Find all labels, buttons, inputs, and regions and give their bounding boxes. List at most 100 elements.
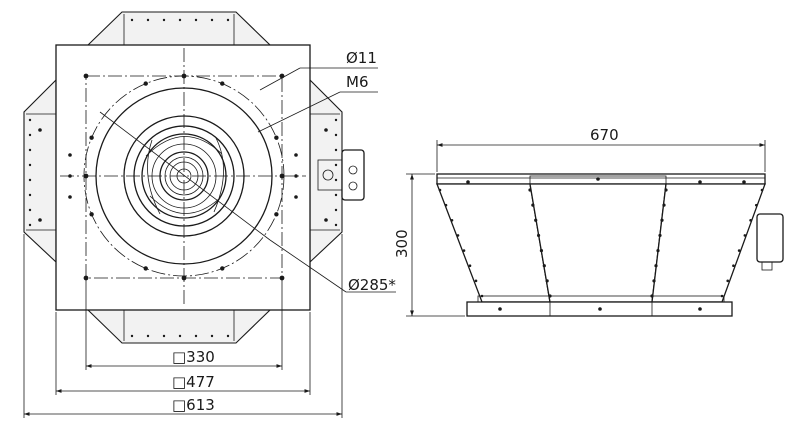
- rivet-dot: [334, 193, 338, 197]
- rivet-dot: [548, 294, 552, 298]
- rivet-dot: [38, 128, 42, 132]
- rivet-dot: [226, 334, 230, 338]
- rivet-dot: [130, 334, 134, 338]
- rivet-dot: [650, 294, 654, 298]
- rivet-dot: [742, 180, 746, 184]
- dim-670-label: 670: [590, 126, 619, 144]
- dim-300-label: 300: [393, 229, 411, 258]
- top-flange: [436, 173, 766, 185]
- rivet-dot: [28, 133, 32, 137]
- rivet-dot: [334, 208, 338, 212]
- terminal-box: [341, 149, 365, 201]
- rivet-dot: [480, 294, 484, 298]
- rivet-dot: [534, 218, 538, 222]
- rivet-dot: [210, 334, 214, 338]
- rivet-dot: [28, 223, 32, 227]
- rivet-dot: [279, 275, 285, 281]
- rivet-dot: [146, 18, 150, 22]
- rivet-dot: [28, 163, 32, 167]
- rivet-dot: [743, 234, 747, 237]
- housing-right-panel: [651, 183, 766, 303]
- rivet-dot: [334, 178, 338, 182]
- rivet-dot: [68, 153, 72, 157]
- rivet-dot: [438, 188, 442, 192]
- rivet-dot: [760, 188, 764, 192]
- rivet-dot: [450, 218, 454, 222]
- rivet-dot: [531, 203, 535, 207]
- bottom-hood: [86, 309, 272, 344]
- rivet-dot: [194, 334, 198, 338]
- right-hood: [309, 78, 343, 264]
- front-view: Ø11 M6 Ø285* □330 □477 □613: [23, 11, 396, 418]
- rivet-dot: [294, 195, 298, 199]
- dim-613-label: □613: [172, 396, 215, 414]
- rivet-dot: [726, 279, 730, 283]
- rivet-dot: [220, 81, 225, 86]
- side-terminal-box: [756, 213, 784, 263]
- rivet-dot: [210, 18, 214, 22]
- rivet-dot: [38, 218, 42, 222]
- rivet-dot: [146, 334, 150, 338]
- rivet-dot: [660, 218, 664, 222]
- rivet-dot: [334, 133, 338, 137]
- rivet-dot: [732, 264, 735, 268]
- rivet-dot: [528, 188, 532, 192]
- rivet-dot: [498, 307, 502, 311]
- rivet-dot: [334, 148, 338, 152]
- rivet-dot: [539, 248, 544, 253]
- rivet-dot: [462, 249, 466, 252]
- rivet-dot: [28, 178, 32, 182]
- rivet-dot: [468, 264, 472, 268]
- rivet-dot: [68, 195, 72, 199]
- rivet-dot: [220, 266, 225, 271]
- rivet-dot: [598, 307, 602, 311]
- rivet-dot: [294, 174, 298, 178]
- rivet-dot: [89, 135, 94, 140]
- rivet-dot: [162, 334, 166, 338]
- dim-330-label: □330: [172, 348, 215, 366]
- rivet-dot: [28, 118, 32, 122]
- rivet-dot: [83, 173, 89, 179]
- rivet-dot: [83, 73, 89, 79]
- rivet-dot: [194, 18, 198, 22]
- rivet-dot: [83, 275, 89, 281]
- rivet-dot: [178, 18, 182, 22]
- rivet-dot: [334, 163, 338, 167]
- rivet-dot: [720, 294, 724, 298]
- rivet-dot: [545, 279, 549, 283]
- top-hood: [86, 11, 272, 46]
- rivet-dot: [181, 73, 187, 79]
- rivet-dot: [596, 177, 600, 181]
- rivet-dot: [28, 193, 32, 197]
- rivet-dot: [324, 128, 328, 132]
- rivet-dot: [652, 279, 656, 283]
- rivet-dot: [698, 307, 702, 311]
- rivet-dot: [658, 233, 662, 238]
- rivet-dot: [178, 334, 182, 338]
- rivet-dot: [130, 18, 134, 22]
- rivet-dot: [334, 118, 338, 122]
- rivet-dot: [274, 135, 279, 140]
- rivet-dot: [474, 279, 478, 283]
- rivet-dot: [68, 174, 72, 178]
- rivet-dot: [28, 208, 32, 212]
- rivet-dot: [466, 180, 470, 184]
- rivet-dot: [444, 203, 448, 207]
- rivet-dot: [279, 73, 285, 79]
- side-view: 670 300: [393, 126, 784, 317]
- rivet-dot: [536, 233, 541, 238]
- rivets: [438, 177, 764, 311]
- left-hood: [23, 78, 57, 264]
- hole-callout: Ø11: [346, 49, 377, 67]
- rivet-dot: [279, 173, 285, 179]
- impeller-diameter-label: Ø285*: [348, 276, 396, 294]
- rivet-dot: [456, 234, 460, 237]
- rivet-dot: [698, 180, 702, 184]
- rivet-dot: [754, 203, 758, 207]
- rivet-dot: [749, 218, 752, 222]
- rivet-dot: [28, 148, 32, 152]
- rivet-dot: [274, 212, 279, 217]
- rivet-dot: [162, 18, 166, 22]
- rivet-dot: [181, 275, 187, 281]
